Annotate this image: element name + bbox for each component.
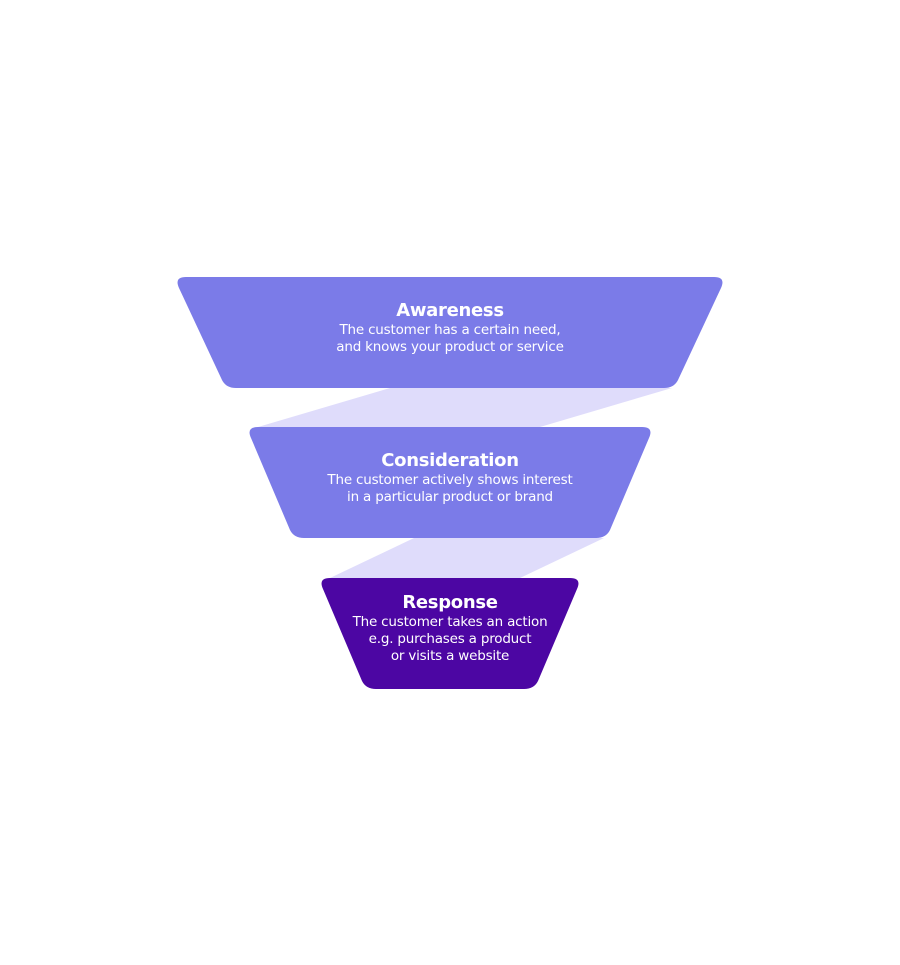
stage-response: Response The customer takes an action e.… [320,592,580,665]
stage-description-line: and knows your product or service [336,339,564,355]
stage-shape-response [321,578,579,689]
stage-consideration: Consideration The customer actively show… [250,450,650,506]
stage-description-line: in a particular product or brand [347,489,553,505]
stage-shape-awareness [177,277,723,388]
stage-awareness: Awareness The customer has a certain nee… [200,300,700,356]
stage-description-line: The customer takes an action [352,614,548,630]
stage-description-line: The customer has a certain need, [339,322,561,338]
stage-title: Response [402,592,498,613]
stage-shape-consideration [249,427,651,538]
connector-awareness-consideration [258,388,672,427]
stage-description-line: or visits a website [390,648,510,664]
stage-description-line: The customer actively shows interest [327,472,573,488]
stage-description-line: e.g. purchases a product [368,631,532,647]
stage-title: Consideration [381,450,519,471]
stage-title: Awareness [396,300,504,321]
connector-consideration-response [330,538,604,578]
